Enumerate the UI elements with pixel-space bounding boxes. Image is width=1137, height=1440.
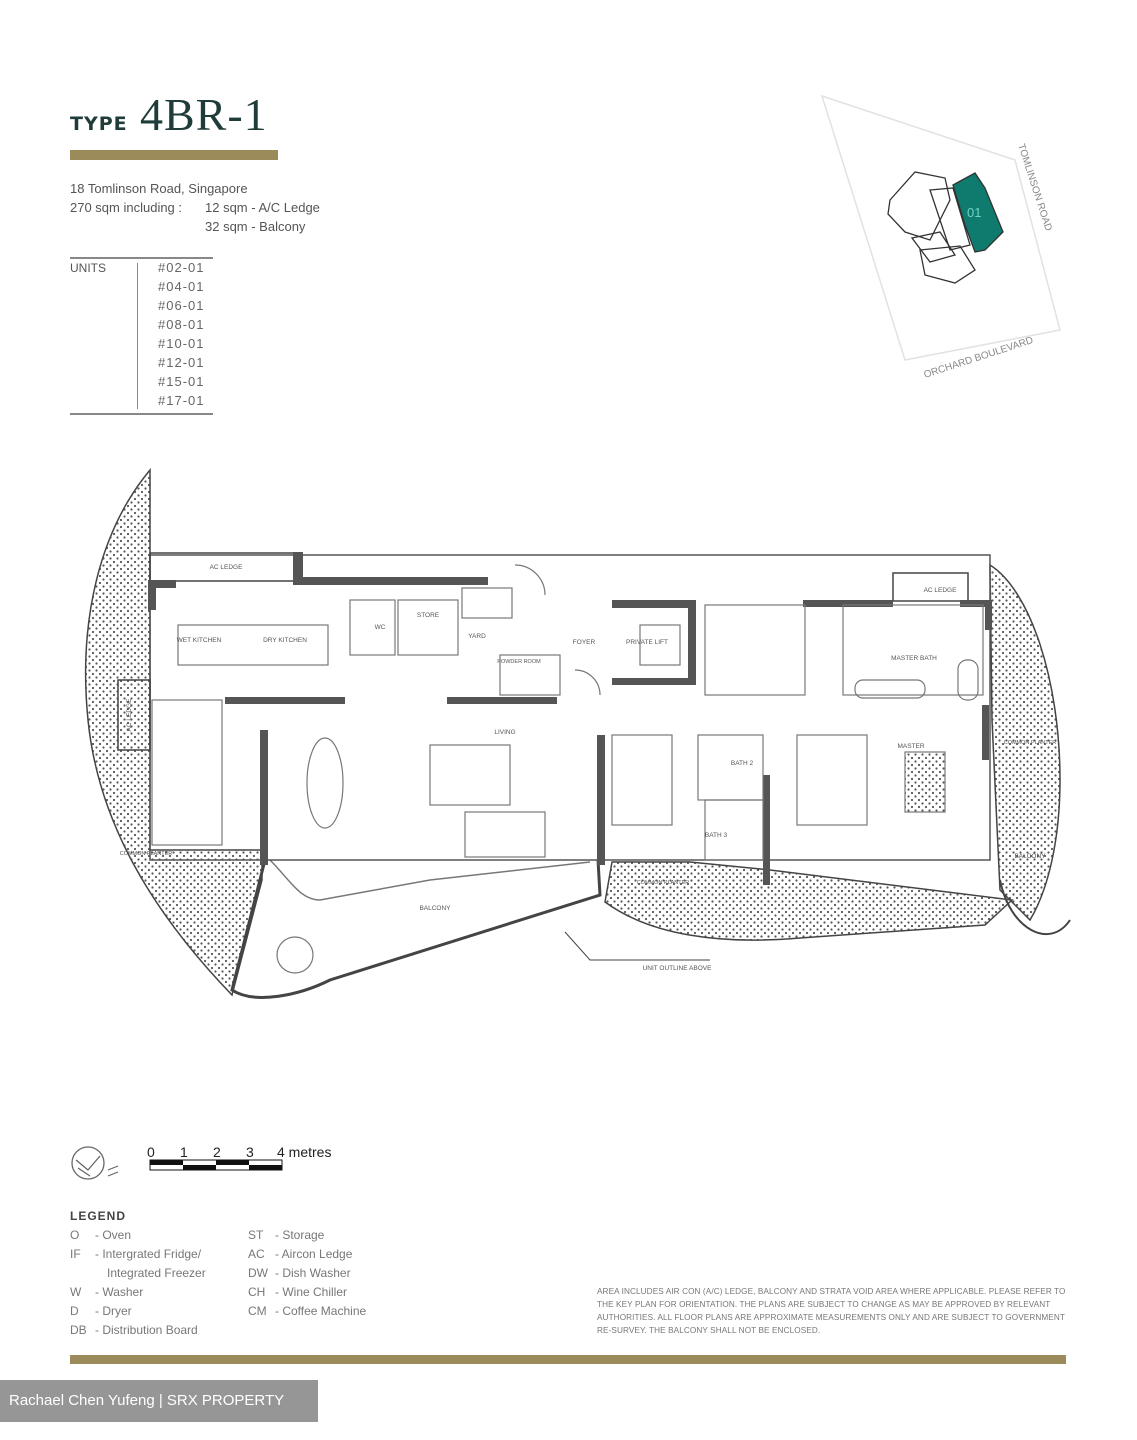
units-label: UNITS bbox=[70, 261, 106, 275]
scale-tick: 1 bbox=[180, 1144, 188, 1160]
legend-code: AC bbox=[248, 1247, 265, 1261]
room-label-bath-3: BATH 3 bbox=[705, 832, 728, 839]
unit-tag: 01 bbox=[967, 205, 981, 220]
legend-code: CM bbox=[248, 1304, 267, 1318]
legend-code: DW bbox=[248, 1266, 268, 1280]
unit-number: #06-01 bbox=[158, 298, 205, 313]
gold-divider-top bbox=[70, 150, 278, 160]
room-label-wet-kitchen: WET KITCHEN bbox=[177, 637, 222, 644]
units-divider bbox=[137, 263, 138, 409]
room-label-ac-ledge-left: AC LEDGE bbox=[126, 698, 133, 732]
unit-number: #12-01 bbox=[158, 355, 205, 370]
room-label-ac-ledge: AC LEDGE bbox=[210, 564, 244, 571]
area-ac-ledge: 12 sqm - A/C Ledge bbox=[205, 200, 320, 215]
scale-tick: 2 bbox=[213, 1144, 221, 1160]
disclaimer: Area includes air con (A/C) ledge, balco… bbox=[597, 1287, 1066, 1335]
unit-number: #08-01 bbox=[158, 317, 205, 332]
room-label-common-planter: COMMON PLANTER bbox=[637, 880, 690, 886]
floor-plan: AC LEDGE WET KITCHEN DRY KITCHEN WC STOR… bbox=[84, 467, 1071, 999]
road-label-tomlinson: TOMLINSON ROAD bbox=[1015, 143, 1054, 233]
room-label-foyer: FOYER bbox=[573, 639, 596, 646]
building-block bbox=[929, 187, 971, 251]
room-label-balcony-master: BALCONY bbox=[1014, 853, 1046, 860]
planter-bottom bbox=[604, 861, 1014, 941]
room-label-common-planter: COMMON PLANTER bbox=[1004, 740, 1057, 746]
balcony-inner-line bbox=[269, 859, 591, 901]
room-labels: AC LEDGE WET KITCHEN DRY KITCHEN WC STOR… bbox=[120, 564, 1057, 972]
road-label-orchard: ORCHARD BOULEVARD bbox=[923, 335, 1035, 381]
room-label-balcony: BALCONY bbox=[419, 905, 451, 912]
type-prefix: TYPE bbox=[70, 113, 128, 135]
walls bbox=[148, 552, 992, 885]
legend-desc: - Dish Washer bbox=[275, 1266, 351, 1280]
divider bbox=[70, 413, 213, 415]
legend-code: DB bbox=[70, 1323, 87, 1337]
unit-number: #04-01 bbox=[158, 279, 205, 294]
legend-desc: - Oven bbox=[95, 1228, 132, 1242]
highlighted-unit bbox=[952, 172, 1004, 253]
area-total: 270 sqm including : bbox=[70, 200, 183, 215]
planter-left bbox=[84, 467, 263, 997]
scale-tick: 0 bbox=[147, 1144, 155, 1160]
building-block bbox=[910, 231, 957, 263]
unit-number: #02-01 bbox=[158, 260, 205, 275]
unit-number: #15-01 bbox=[158, 374, 205, 389]
legend-desc: - Coffee Machine bbox=[275, 1304, 367, 1318]
room-label-living: LIVING bbox=[494, 729, 515, 736]
room-label-unit-outline: UNIT OUTLINE ABOVE bbox=[643, 965, 713, 972]
legend-code: W bbox=[70, 1285, 82, 1299]
room-label-store: STORE bbox=[417, 612, 440, 619]
ac-ledge-box bbox=[892, 572, 969, 602]
legend-title: LEGEND bbox=[70, 1209, 127, 1223]
legend-code: O bbox=[70, 1228, 80, 1242]
legend-desc: - Storage bbox=[275, 1228, 325, 1242]
scale-bar: 0 1 2 3 4 metres bbox=[147, 1144, 331, 1171]
legend-code: CH bbox=[248, 1285, 266, 1299]
legend-desc: - Distribution Board bbox=[95, 1323, 198, 1337]
planter-right bbox=[989, 563, 1061, 922]
room-label-powder-room: POWDER ROOM bbox=[497, 659, 541, 665]
leader-line bbox=[564, 931, 710, 961]
master-balcony-outline bbox=[999, 879, 1071, 936]
watermark: Rachael Chen Yufeng | SRX PROPERTY bbox=[0, 1380, 318, 1422]
balcony-outline bbox=[230, 859, 602, 999]
room-label-wc: WC bbox=[375, 624, 386, 631]
room-label-master: MASTER bbox=[897, 743, 924, 750]
unit-type-title: 4BR-1 bbox=[140, 89, 268, 140]
room-label-bath-2: BATH 2 bbox=[731, 760, 754, 767]
site-boundary bbox=[820, 94, 1061, 361]
unit-number: #10-01 bbox=[158, 336, 205, 351]
gold-divider-bottom bbox=[70, 1355, 1066, 1364]
legend-desc: - Dryer bbox=[95, 1304, 132, 1318]
address: 18 Tomlinson Road, Singapore bbox=[70, 181, 248, 196]
area-balcony: 32 sqm - Balcony bbox=[205, 219, 306, 234]
legend-desc: - Wine Chiller bbox=[275, 1285, 348, 1299]
ac-ledge-box bbox=[117, 679, 151, 751]
building-block bbox=[919, 245, 976, 284]
building-block bbox=[887, 171, 951, 241]
legend-code: IF bbox=[70, 1247, 81, 1261]
room-label-dry-kitchen: DRY KITCHEN bbox=[263, 637, 307, 644]
room-label-yard: YARD bbox=[468, 633, 486, 640]
room-label-ac-ledge-master: AC LEDGE bbox=[924, 587, 958, 594]
legend-desc: - Aircon Ledge bbox=[275, 1247, 353, 1261]
divider bbox=[70, 257, 213, 259]
key-plan: 01 TOMLINSON ROAD ORCHARD BOULEVARD bbox=[820, 94, 1061, 381]
partitions bbox=[151, 564, 984, 974]
scale-tick: 4 metres bbox=[277, 1144, 331, 1160]
scale-tick: 3 bbox=[246, 1144, 254, 1160]
north-compass-icon bbox=[71, 1146, 119, 1180]
legend-code: ST bbox=[248, 1228, 264, 1242]
legend-desc: - Washer bbox=[95, 1285, 144, 1299]
unit-number: #17-01 bbox=[158, 393, 205, 408]
room-label-master-bath: MASTER BATH bbox=[891, 655, 937, 662]
legend-desc: - Intergrated Fridge/ bbox=[95, 1247, 202, 1261]
room-label-common-planter: COMMON PLANTER bbox=[120, 851, 173, 857]
legend-desc: Integrated Freezer bbox=[107, 1266, 206, 1280]
legend-code: D bbox=[70, 1304, 79, 1318]
room-label-private-lift: PRIVATE LIFT bbox=[626, 639, 668, 646]
